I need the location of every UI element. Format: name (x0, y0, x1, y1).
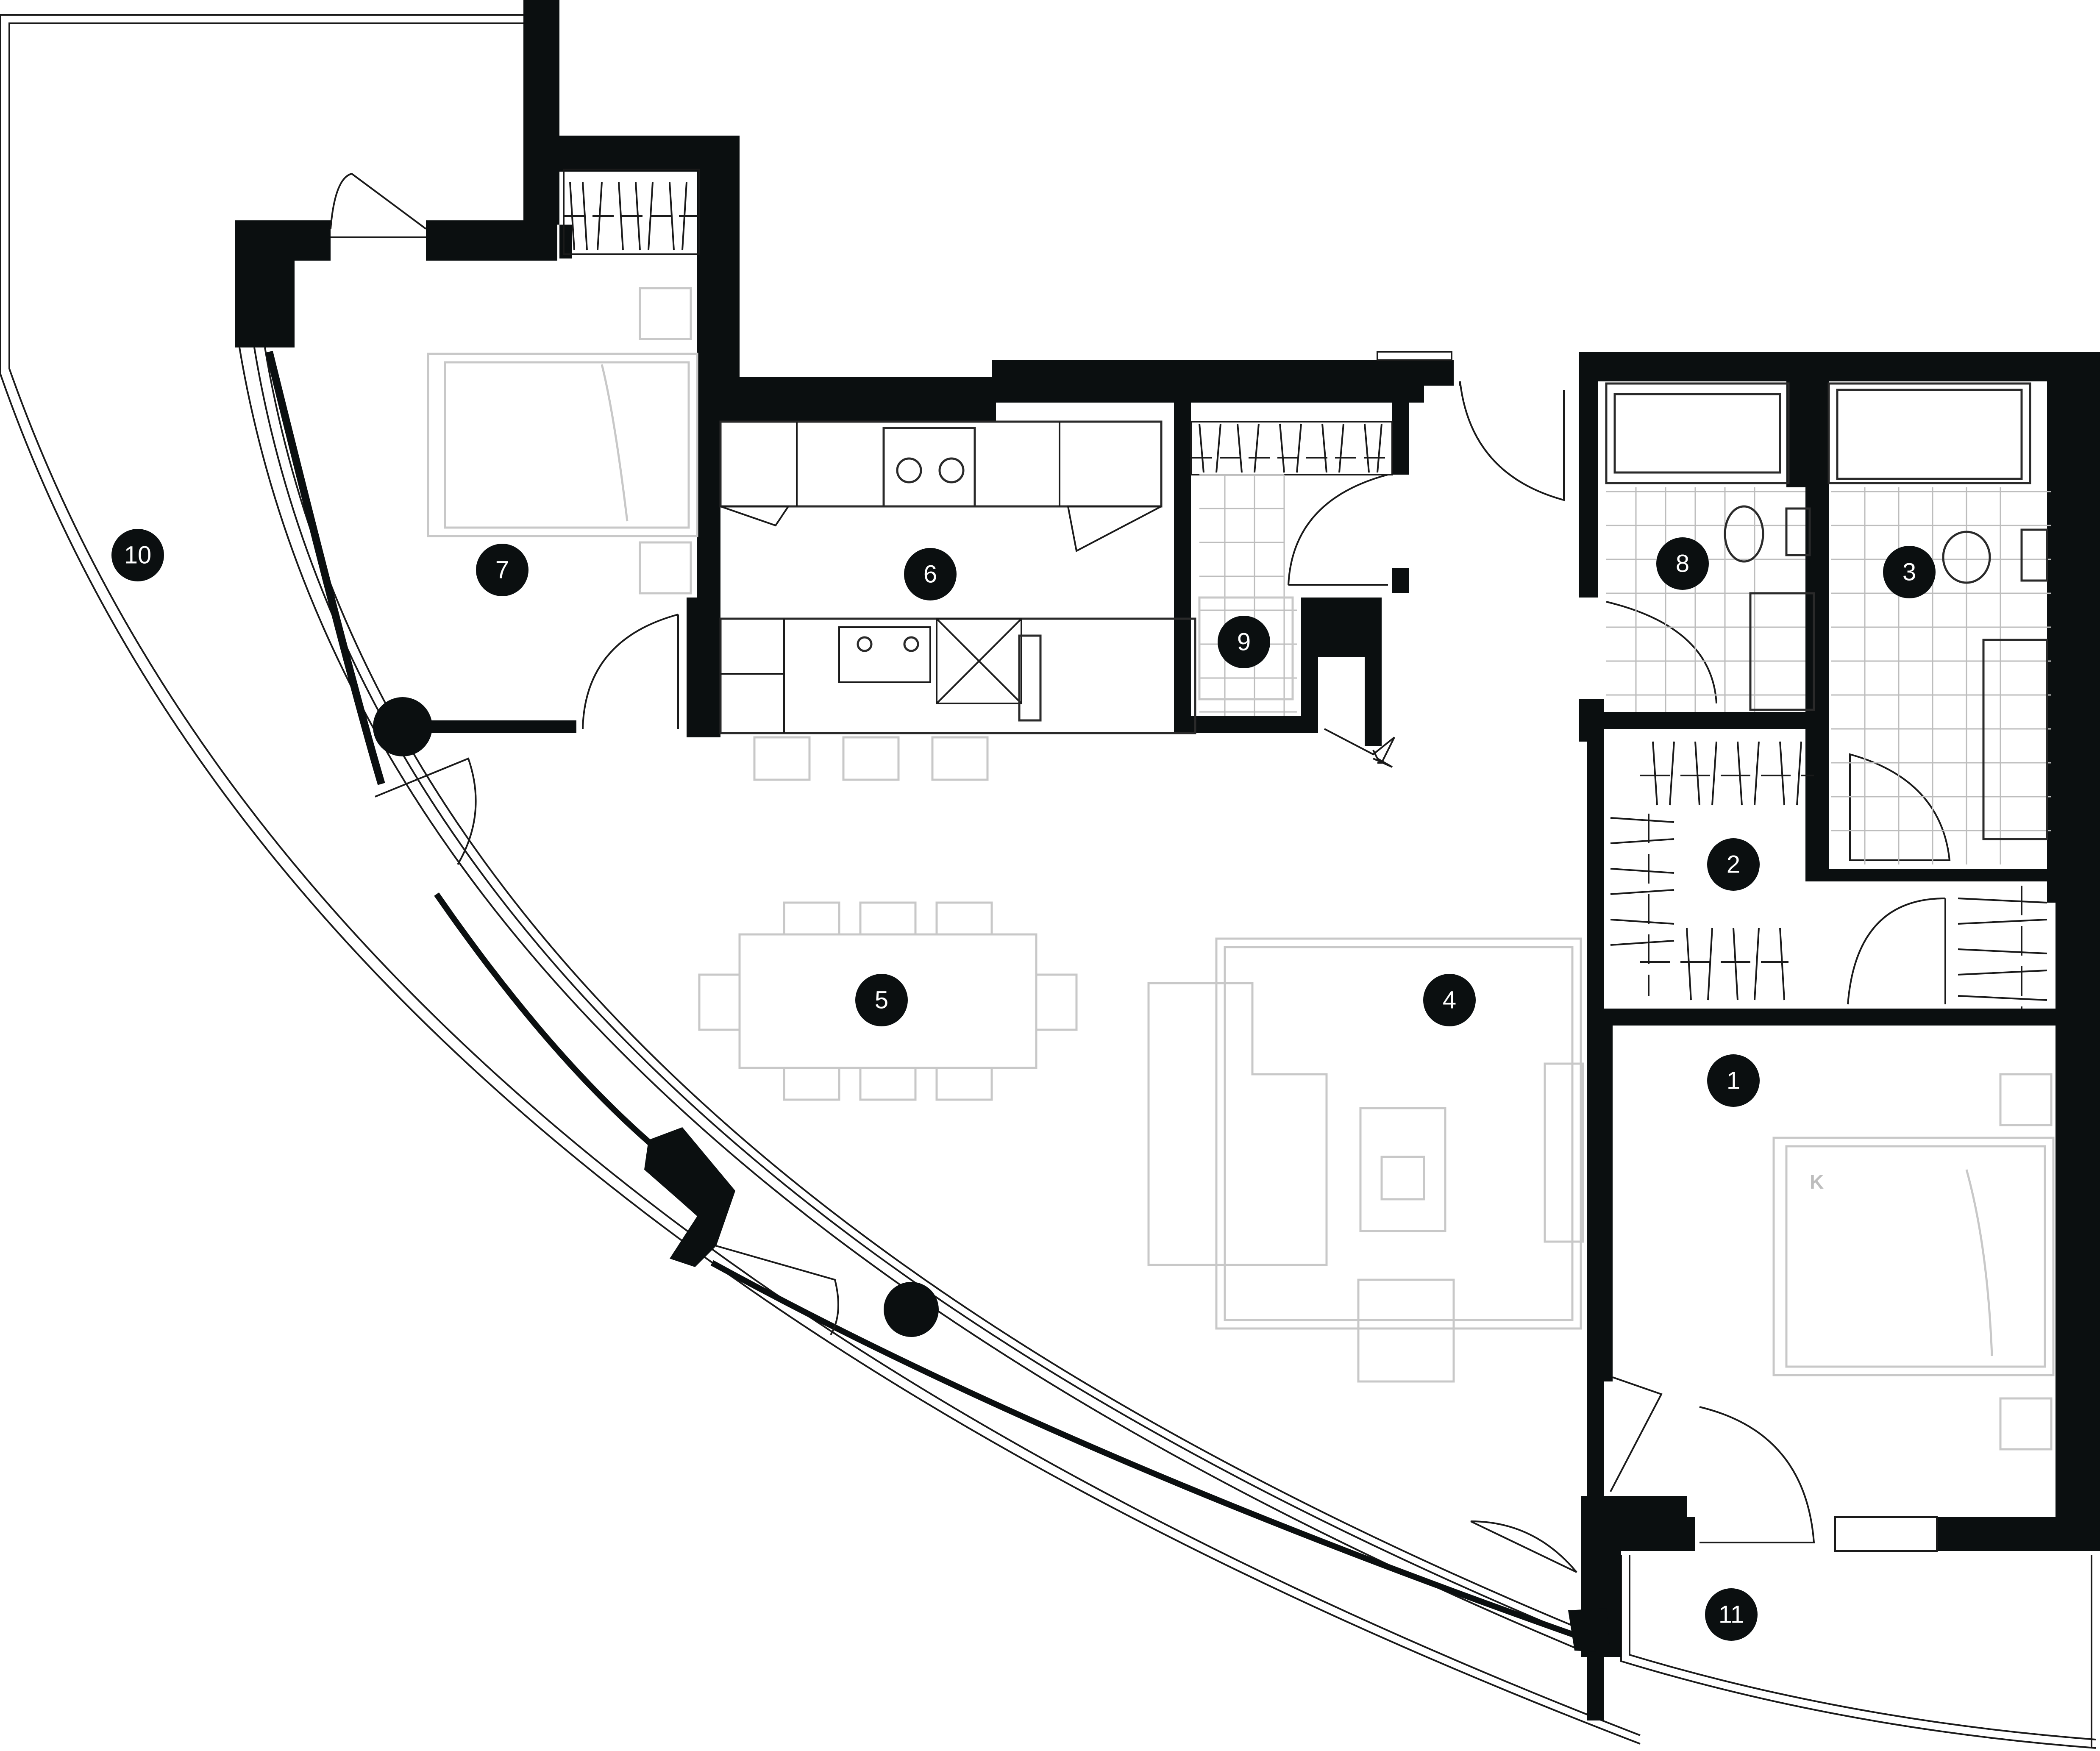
room-number: 8 (1676, 550, 1689, 578)
walls (235, 0, 2100, 1720)
curved-window-wall (239, 347, 1578, 1649)
room-marker-9: 9 (1218, 616, 1270, 668)
room-marker-circle (111, 529, 164, 581)
room-marker-circle (855, 974, 908, 1026)
bedroom-7-furniture (427, 287, 698, 595)
room-number: 5 (875, 987, 888, 1014)
bath-8-fixtures (1605, 382, 1815, 712)
room-marker-circle (904, 548, 957, 600)
room-number: 2 (1727, 851, 1740, 878)
room-marker-4: 4 (1423, 974, 1476, 1026)
pantry-tiles (1198, 474, 1297, 716)
room-marker-circle (1218, 616, 1270, 668)
room-marker-6: 6 (904, 548, 957, 600)
room-marker-10: 10 (111, 529, 164, 581)
room-marker-circle (476, 544, 528, 596)
room-marker-8: 8 (1656, 537, 1709, 590)
kitchen-counters (719, 420, 1196, 734)
room-number: 1 (1727, 1067, 1740, 1095)
doors (330, 172, 1951, 1573)
room-marker-circle (1656, 537, 1709, 590)
room-number: 7 (495, 556, 509, 584)
room-marker-circle (1423, 974, 1476, 1026)
room-number: 11 (1719, 1601, 1744, 1629)
room-marker-3: 3 (1883, 546, 1936, 598)
closets (563, 169, 2047, 1009)
room-marker-5: 5 (855, 974, 908, 1026)
room-number: 9 (1237, 628, 1251, 656)
room-number: 4 (1443, 987, 1456, 1014)
bed-size-mark: K (1810, 1171, 1824, 1193)
living-furniture (1147, 937, 1584, 1383)
dining-table (698, 901, 1078, 1101)
room-marker-2: 2 (1707, 838, 1760, 891)
windows-misc (1377, 351, 1938, 1552)
room-number: 6 (923, 561, 937, 588)
room-marker-7: 7 (476, 544, 528, 596)
room-marker-11: 11 (1705, 1588, 1758, 1641)
room-marker-circle (1883, 546, 1936, 598)
balcony-terrace-outline (0, 14, 1641, 1745)
room-marker-circle (1705, 1588, 1758, 1641)
kitchen-stools (753, 736, 989, 781)
room-number: 10 (124, 542, 152, 569)
room-marker-circle (1707, 838, 1760, 891)
bath-3-fixtures (1827, 382, 2051, 864)
room-marker-1: 1 (1707, 1054, 1760, 1107)
room-marker-circle (1707, 1054, 1760, 1107)
bedroom-1-furniture: K (1772, 1073, 2055, 1451)
room-number: 3 (1903, 559, 1916, 586)
balcony-right-outline (1620, 1555, 2096, 1749)
